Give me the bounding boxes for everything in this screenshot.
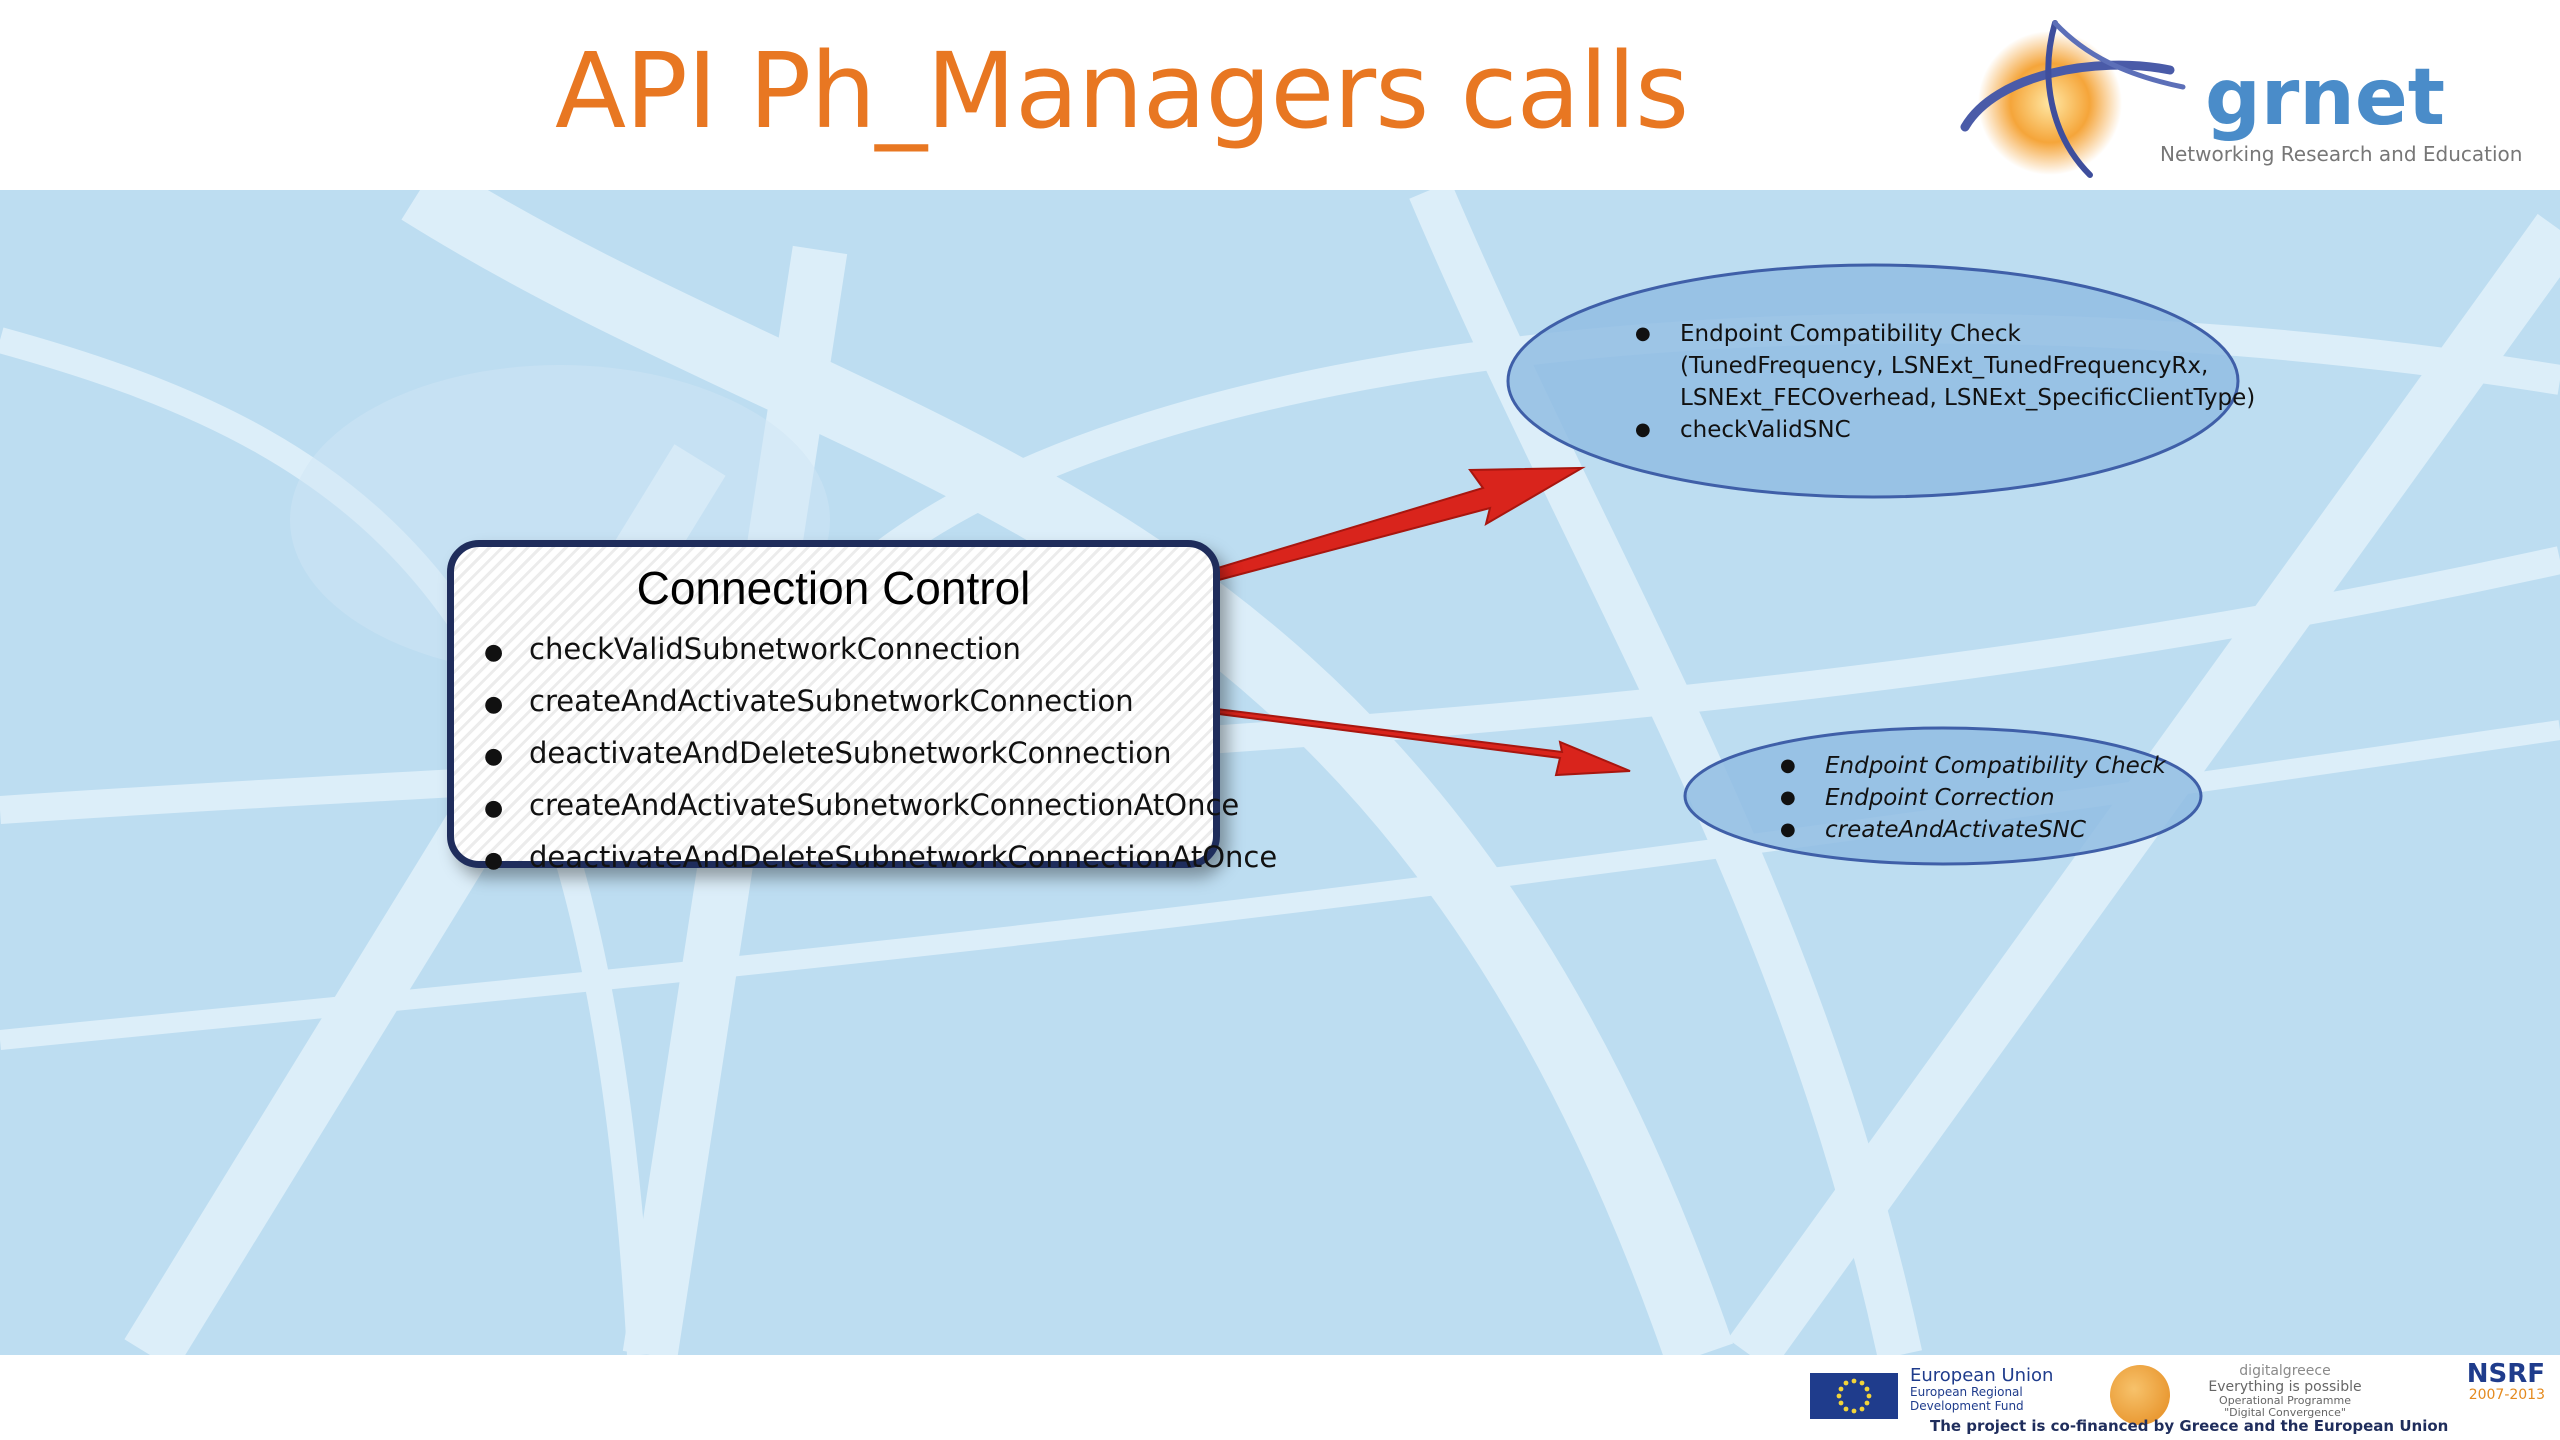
ellipse-top	[1506, 263, 2240, 499]
list-item-label: createAndActivateSubnetworkConnection	[529, 684, 1134, 718]
list-item-label: Endpoint Correction	[1825, 785, 2055, 811]
list-item-label: deactivateAndDeleteSubnetworkConnection	[529, 736, 1172, 770]
connection-control-title: Connection Control	[636, 562, 1031, 614]
list-item-label: createAndActivateSNC	[1825, 817, 2086, 843]
bullet-icon: ●	[484, 848, 504, 873]
nsrf-years: 2007-2013	[2468, 1387, 2545, 1403]
eu-subtitle: Development Fund	[1910, 1399, 2024, 1413]
list-item: ● checkValidSNC	[1635, 414, 2255, 446]
list-item: ● deactivateAndDeleteSubnetworkConnection	[484, 729, 1277, 781]
list-item: ● createAndActivateSubnetworkConnection	[484, 677, 1277, 729]
connection-control-box: Connection Control ● checkValidSubnetwork…	[447, 540, 1277, 874]
list-item-label: createAndActivateSubnetworkConnectionAtO…	[529, 788, 1240, 822]
bullet-icon: ●	[1635, 419, 1651, 440]
dg-title: digitalgreece	[2239, 1363, 2331, 1379]
grnet-swoosh-icon	[1960, 20, 2186, 178]
list-item-label: deactivateAndDeleteSubnetworkConnectionA…	[529, 840, 1278, 874]
bullet-icon: ●	[484, 640, 504, 665]
list-item: ● createAndActivateSubnetworkConnectionAt…	[484, 781, 1277, 833]
list-item: ● createAndActivateSNC	[1780, 814, 2166, 846]
cofinancing-note: The project is co-financed by Greece and…	[1930, 1417, 2449, 1435]
list-item-label: Endpoint Compatibility Check	[1825, 753, 2166, 779]
eu-flag-icon	[1810, 1373, 1898, 1419]
ellipse-bottom-list: ● Endpoint Compatibility Check ● Endpoint …	[1780, 750, 2166, 846]
slide-header: API Ph_Managers calls grnet Networking R…	[0, 0, 2560, 190]
bullet-icon: ●	[484, 796, 504, 821]
dg-tagline: Everything is possible	[2208, 1379, 2362, 1395]
slide-title: API Ph_Managers calls	[555, 30, 1689, 152]
digital-greece-logo-icon	[2110, 1365, 2170, 1425]
slide-footer: European Union European Regional Develop…	[0, 1355, 2560, 1440]
bullet-icon: ●	[484, 692, 504, 717]
grnet-tagline: Networking Research and Education	[2160, 142, 2523, 166]
list-item: ● Endpoint Compatibility Check	[1780, 750, 2166, 782]
list-item: ● Endpoint Compatibility Check (TunedFrequ…	[1635, 318, 2255, 414]
bullet-icon: ●	[1780, 755, 1796, 776]
nsrf-title: NSRF	[2466, 1359, 2545, 1389]
nsrf-logo: NSRF 2007-2013	[2425, 1361, 2545, 1419]
dg-subtitle: "Digital Convergence"	[2224, 1406, 2346, 1419]
list-item: ● checkValidSubnetworkConnection	[484, 625, 1277, 677]
grnet-logo: grnet Networking Research and Education	[1955, 15, 2545, 180]
eu-label: European Union European Regional Develop…	[1910, 1365, 2054, 1414]
list-item-line: LSNExt_FECOverhead, LSNExt_SpecificClien…	[1680, 385, 2256, 411]
bullet-icon: ●	[1780, 819, 1796, 840]
grnet-wordmark: grnet	[2205, 53, 2446, 143]
list-item: ● Endpoint Correction	[1780, 782, 2166, 814]
list-item-label: checkValidSubnetworkConnection	[529, 632, 1021, 666]
list-item: ● deactivateAndDeleteSubnetworkConnection…	[484, 833, 1277, 885]
ellipse-bottom	[1683, 726, 2203, 866]
bullet-icon: ●	[1780, 787, 1796, 808]
digital-greece-label: digitalgreece Everything is possible Ope…	[2190, 1363, 2380, 1419]
list-item-line: Endpoint Compatibility Check	[1680, 321, 2021, 347]
connection-control-list: ● checkValidSubnetworkConnection ● createA…	[484, 625, 1277, 885]
ellipse-top-list: ● Endpoint Compatibility Check (TunedFrequ…	[1635, 318, 2255, 446]
list-item-line: (TunedFrequency, LSNExt_TunedFrequencyRx…	[1680, 353, 2209, 379]
dg-subtitle: Operational Programme	[2219, 1394, 2351, 1407]
list-item-line: checkValidSNC	[1680, 417, 1851, 443]
bullet-icon: ●	[1635, 323, 1651, 344]
bullet-icon: ●	[484, 744, 504, 769]
eu-title: European Union	[1910, 1365, 2054, 1386]
eu-subtitle: European Regional	[1910, 1385, 2023, 1399]
